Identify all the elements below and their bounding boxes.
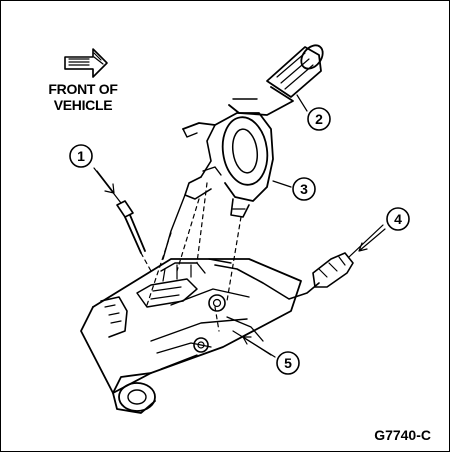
callout-circle-1	[69, 144, 93, 168]
shift-lever-bracket	[182, 112, 274, 218]
steering-column	[80, 258, 302, 414]
cable-end-clip	[312, 252, 354, 288]
callout-circle-5	[276, 351, 300, 375]
front-label-line-1: FRONT OF	[48, 81, 118, 97]
front-of-vehicle-label: FRONT OF VEHICLE	[23, 81, 143, 113]
callout-number-1: 1	[77, 148, 85, 164]
figure-code: G7740-C	[374, 427, 431, 443]
callout-circle-4	[386, 207, 410, 231]
callout-number-3: 3	[300, 181, 308, 197]
callout-circle-2	[307, 107, 331, 131]
front-label-line-2: VEHICLE	[53, 97, 113, 113]
callout-number-2: 2	[315, 111, 323, 127]
bolt	[116, 200, 146, 254]
callout-number-5: 5	[284, 355, 292, 371]
arrow-icon	[64, 48, 108, 78]
callout-circle-3	[292, 177, 316, 201]
callout-number-4: 4	[394, 211, 402, 227]
shift-lever	[228, 44, 324, 116]
